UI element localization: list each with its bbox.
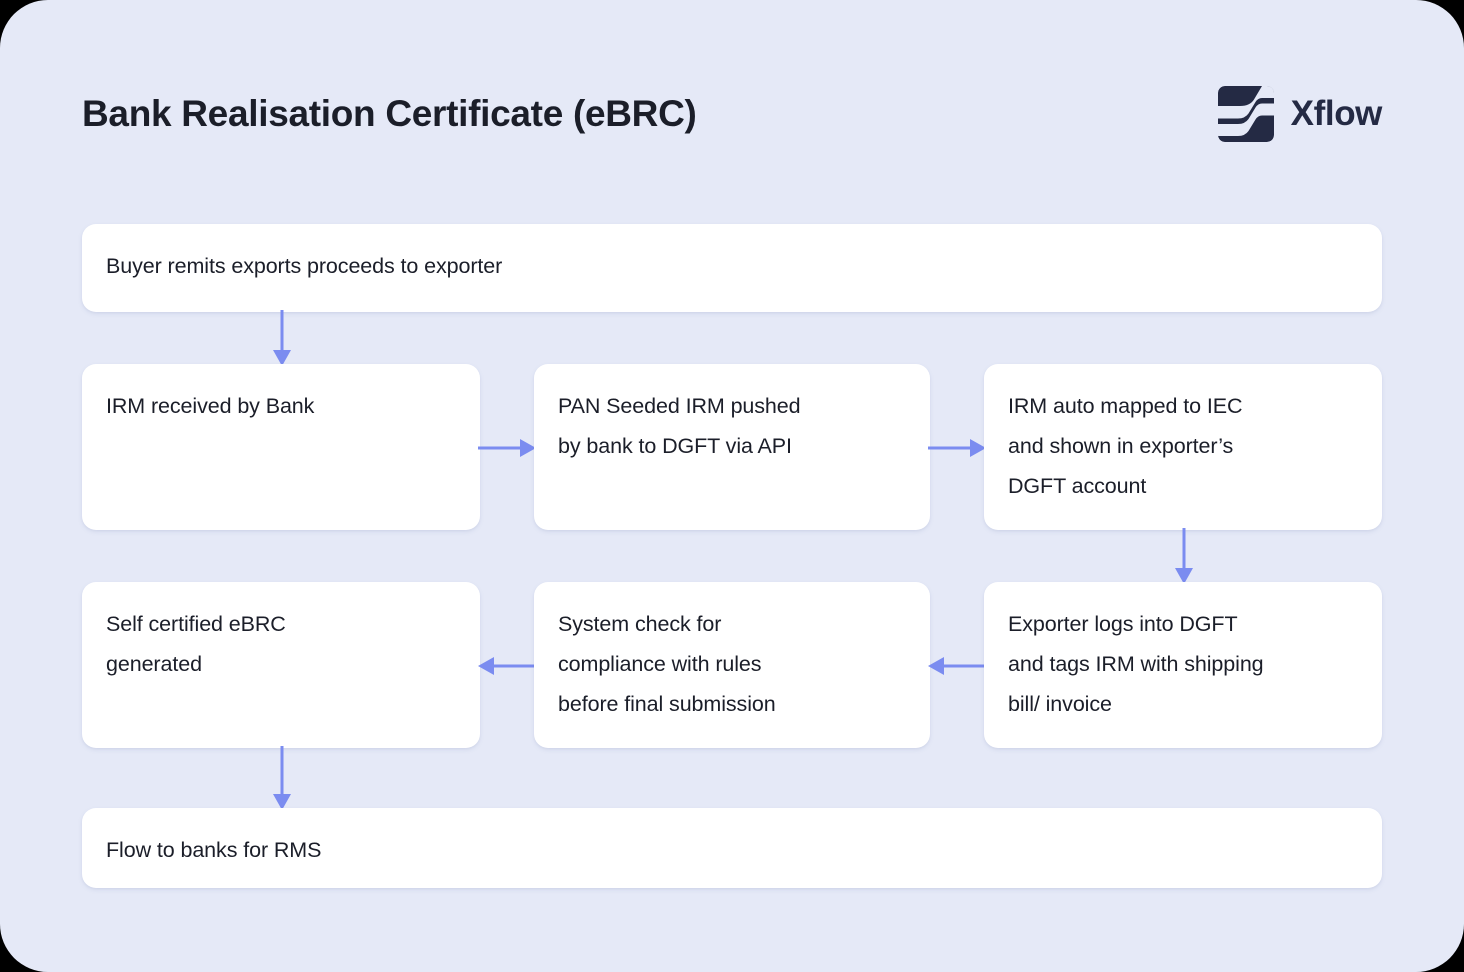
flow-node-label: Buyer remits exports proceeds to exporte…	[106, 254, 503, 278]
xflow-logo-icon	[1217, 86, 1274, 142]
page-header: Bank Realisation Certificate (eBRC)	[82, 74, 1382, 154]
brand-name: Xflow	[1290, 94, 1383, 133]
flow-node-label: Self certified eBRC generated	[106, 612, 286, 676]
flow-node-label: IRM received by Bank	[106, 394, 315, 418]
flow-arrow-buyer-to-irm	[273, 310, 291, 366]
flow-node-self-certified-ebrc[interactable]: Self certified eBRC generated	[82, 582, 480, 748]
flow-node-label: Flow to banks for RMS	[106, 838, 322, 862]
flow-node-label: PAN Seeded IRM pushed by bank to DGFT vi…	[558, 394, 801, 458]
flow-node-label: System check for compliance with rules b…	[558, 612, 776, 716]
flow-node-label: IRM auto mapped to IEC and shown in expo…	[1008, 394, 1243, 498]
flow-node-exporter-logs-dgft[interactable]: Exporter logs into DGFT and tags IRM wit…	[984, 582, 1382, 748]
flow-node-flow-to-banks[interactable]: Flow to banks for RMS	[82, 808, 1382, 888]
flow-arrow-syscheck-to-selfcert	[478, 657, 536, 675]
flow-node-system-check[interactable]: System check for compliance with rules b…	[534, 582, 930, 748]
flow-node-buyer[interactable]: Buyer remits exports proceeds to exporte…	[82, 224, 1382, 312]
flow-node-pan-seeded[interactable]: PAN Seeded IRM pushed by bank to DGFT vi…	[534, 364, 930, 530]
flow-node-irm-received[interactable]: IRM received by Bank	[82, 364, 480, 530]
flow-arrow-mapped-to-exporter	[1175, 528, 1193, 584]
flow-arrow-selfcert-to-rms	[273, 746, 291, 810]
flow-node-label: Exporter logs into DGFT and tags IRM wit…	[1008, 612, 1264, 716]
page-title: Bank Realisation Certificate (eBRC)	[82, 93, 697, 134]
brand-logo: Xflow	[1217, 86, 1383, 142]
flow-node-irm-auto-mapped[interactable]: IRM auto mapped to IEC and shown in expo…	[984, 364, 1382, 530]
flow-arrow-exporter-to-syscheck	[928, 657, 986, 675]
flow-arrow-irm-to-pan	[478, 439, 536, 457]
flow-arrow-pan-to-mapped	[928, 439, 986, 457]
